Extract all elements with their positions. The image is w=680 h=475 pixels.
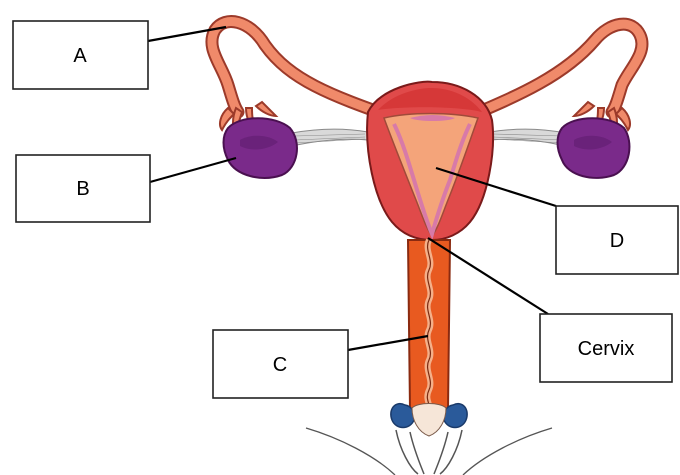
leader-line-b xyxy=(150,158,236,182)
label-box-d: D xyxy=(556,206,678,274)
label-b: B xyxy=(76,178,89,200)
label-box-a: A xyxy=(13,21,148,89)
vulva xyxy=(306,404,552,475)
label-d: D xyxy=(610,230,624,252)
label-box-cervix: Cervix xyxy=(540,314,672,382)
label-box-b: B xyxy=(16,155,150,222)
label-cervix: Cervix xyxy=(578,338,635,360)
label-box-c: C xyxy=(213,330,348,398)
label-a: A xyxy=(73,45,87,67)
label-c: C xyxy=(273,354,287,376)
